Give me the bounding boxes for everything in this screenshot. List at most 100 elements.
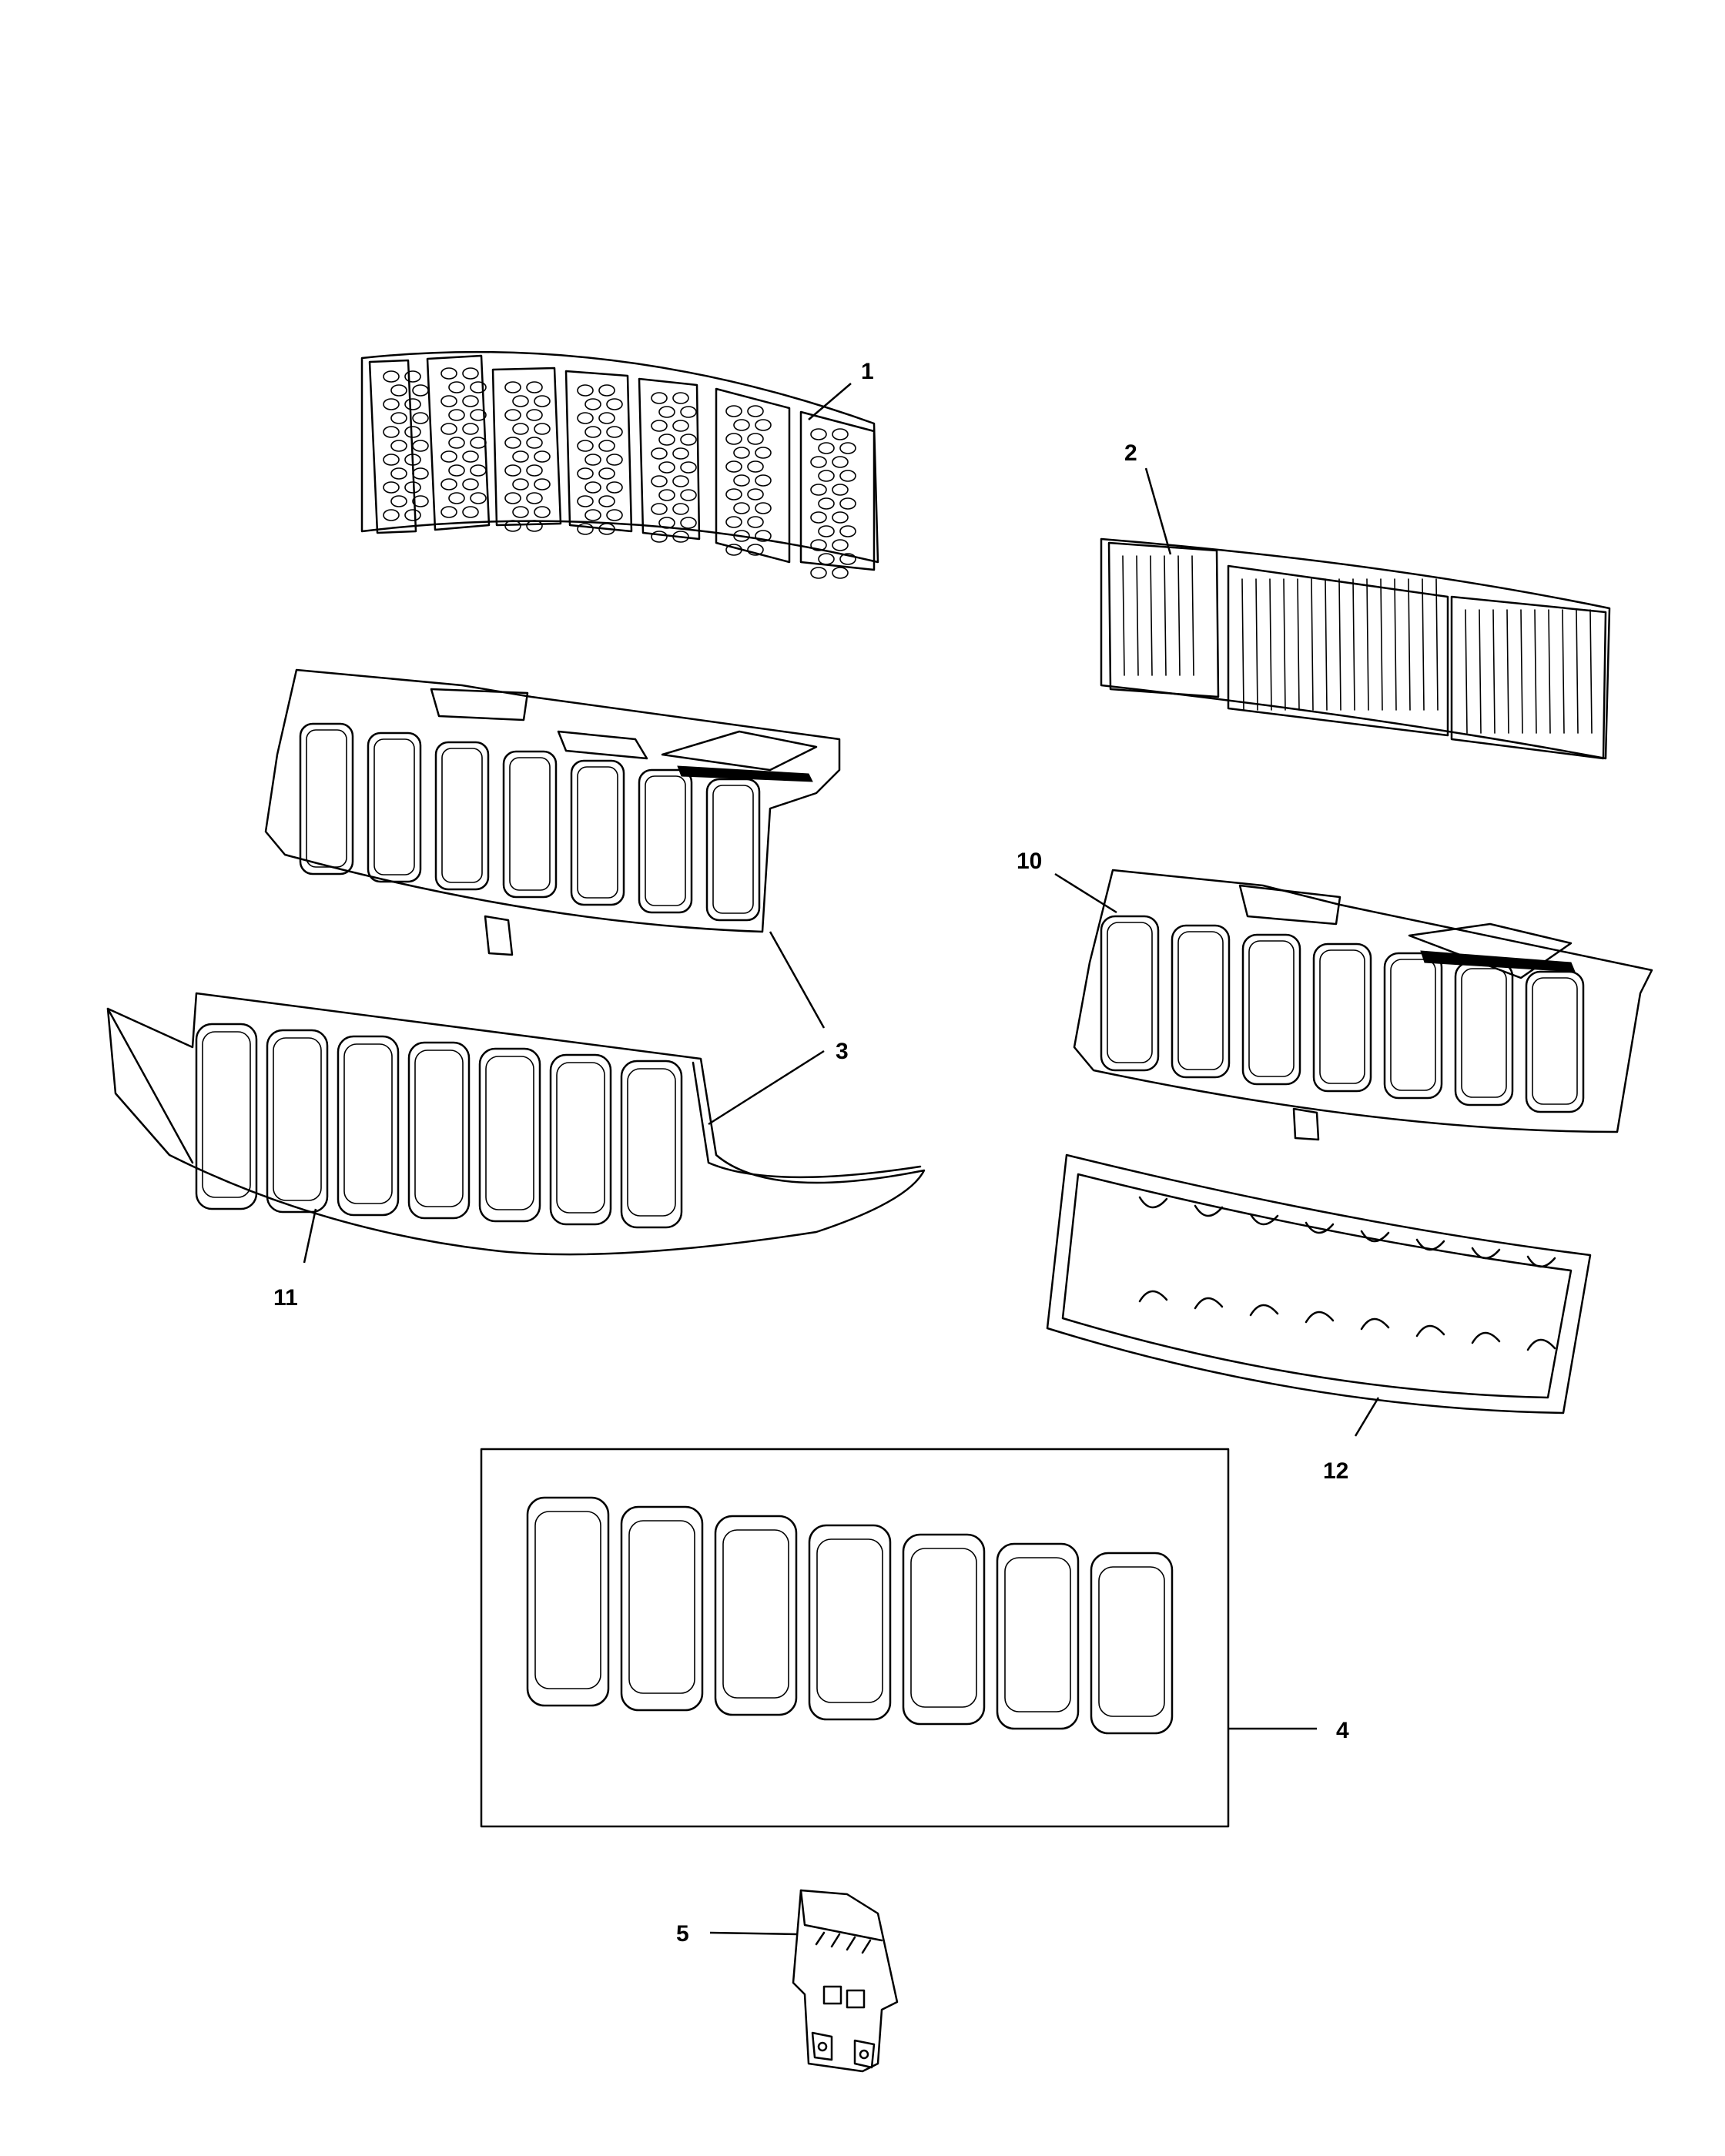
honeycomb-cell	[598, 384, 615, 397]
honeycomb-cell	[512, 395, 529, 407]
grille-bar	[1506, 609, 1509, 734]
honeycomb-cell	[462, 450, 479, 463]
honeycomb-cell	[440, 506, 457, 518]
honeycomb-cell	[606, 426, 623, 438]
honeycomb-cell	[598, 412, 615, 424]
grille-opening-inner	[202, 1031, 251, 1198]
bezel-notch-bottom	[1194, 1297, 1224, 1310]
grille-opening-inner	[1107, 922, 1153, 1063]
grille-opening-inner	[1532, 977, 1578, 1105]
callout-1-leader	[808, 383, 852, 420]
grille-opening-inner	[627, 1068, 676, 1217]
grille-bar	[1465, 609, 1468, 734]
honeycomb-cell	[810, 456, 827, 468]
grille-bar	[1269, 578, 1272, 711]
grille-opening-inner	[1390, 959, 1436, 1091]
honeycomb-cell	[810, 428, 827, 440]
bezel-notch-bottom	[1526, 1338, 1556, 1351]
honeycomb-cell	[651, 531, 668, 543]
grille-bar	[1297, 578, 1300, 711]
honeycomb-cell	[832, 484, 849, 496]
grille-bar	[1534, 609, 1537, 734]
grille-bar	[1164, 555, 1167, 676]
honeycomb-cell	[810, 539, 827, 551]
bezel-notch-top	[1249, 1213, 1279, 1226]
honeycomb-cell	[448, 381, 465, 393]
bezel-notch-top	[1305, 1221, 1335, 1234]
honeycomb-cell	[470, 381, 487, 393]
honeycomb-cell	[725, 544, 742, 556]
callout-2: 2	[1124, 440, 1137, 466]
honeycomb-cell	[534, 423, 551, 435]
grille-opening-inner	[1248, 940, 1295, 1077]
honeycomb-cell	[651, 420, 668, 432]
honeycomb-cell	[526, 464, 543, 477]
grille-ring-inner	[1098, 1566, 1165, 1717]
grille-opening-inner	[485, 1056, 534, 1210]
honeycomb-cell	[755, 447, 772, 459]
honeycomb-cell	[577, 384, 594, 397]
grille-bar	[1122, 555, 1125, 676]
honeycomb-cell	[818, 470, 835, 482]
grille-ring-inner	[722, 1529, 789, 1699]
honeycomb-cell	[680, 517, 697, 529]
grille-opening	[1171, 924, 1231, 1079]
honeycomb-cell	[383, 370, 400, 383]
honeycomb-cell	[577, 412, 594, 424]
grille-opening	[1525, 970, 1585, 1113]
grille-opening	[1312, 942, 1372, 1093]
callout-2-leader	[1144, 467, 1172, 555]
honeycomb-cell	[504, 492, 521, 504]
grille-bar	[1479, 609, 1482, 734]
grille-opening-inner	[1319, 949, 1365, 1084]
part-3-grille-frame	[264, 668, 841, 956]
honeycomb-cell	[810, 511, 827, 524]
honeycomb-cell	[725, 488, 742, 500]
grille-bar	[1177, 555, 1181, 676]
honeycomb-cell	[404, 370, 421, 383]
honeycomb-cell	[598, 467, 615, 480]
honeycomb-cell	[504, 520, 521, 532]
callout-3-leader-upper	[769, 931, 826, 1029]
honeycomb-cell	[470, 492, 487, 504]
grille-bar	[1394, 578, 1397, 711]
part-12-grille-bezel	[1046, 1153, 1592, 1414]
honeycomb-cell	[818, 442, 835, 454]
honeycomb-cell	[832, 539, 849, 551]
honeycomb-cell	[448, 464, 465, 477]
honeycomb-cell	[383, 454, 400, 466]
grille-bar	[1366, 578, 1369, 711]
grille-bar	[1589, 609, 1593, 734]
honeycomb-cell	[404, 426, 421, 438]
callout-3-upper: 3	[836, 1039, 849, 1064]
honeycomb-cell	[598, 495, 615, 507]
honeycomb-cell	[672, 503, 689, 515]
grille-bar	[1576, 609, 1579, 734]
grille-bar	[1408, 578, 1411, 711]
honeycomb-cell	[534, 395, 551, 407]
honeycomb-cell	[651, 475, 668, 487]
honeycomb-cell	[390, 495, 407, 507]
part-5-bracket	[792, 1889, 899, 2073]
honeycomb-cell	[810, 484, 827, 496]
grille-opening-inner	[509, 757, 551, 891]
grille-bar	[1311, 578, 1314, 711]
grille-opening	[299, 722, 354, 875]
honeycomb-cell	[725, 516, 742, 528]
honeycomb-cell	[733, 474, 750, 487]
honeycomb-cell	[412, 467, 429, 480]
callout-4: 4	[1336, 1718, 1349, 1743]
honeycomb-cell	[526, 437, 543, 449]
callout-12-leader	[1354, 1397, 1380, 1437]
grille-bar	[1338, 578, 1341, 711]
bezel-notch-bottom	[1305, 1311, 1335, 1324]
honeycomb-cell	[747, 516, 764, 528]
part-4-grille-ring-kit	[480, 1448, 1230, 1828]
grille-opening	[502, 750, 558, 899]
honeycomb-cell	[577, 495, 594, 507]
honeycomb-cell	[832, 428, 849, 440]
grille-opening-inner	[306, 729, 347, 868]
grille-opening-inner	[556, 1062, 605, 1214]
grille-opening	[1383, 952, 1443, 1100]
